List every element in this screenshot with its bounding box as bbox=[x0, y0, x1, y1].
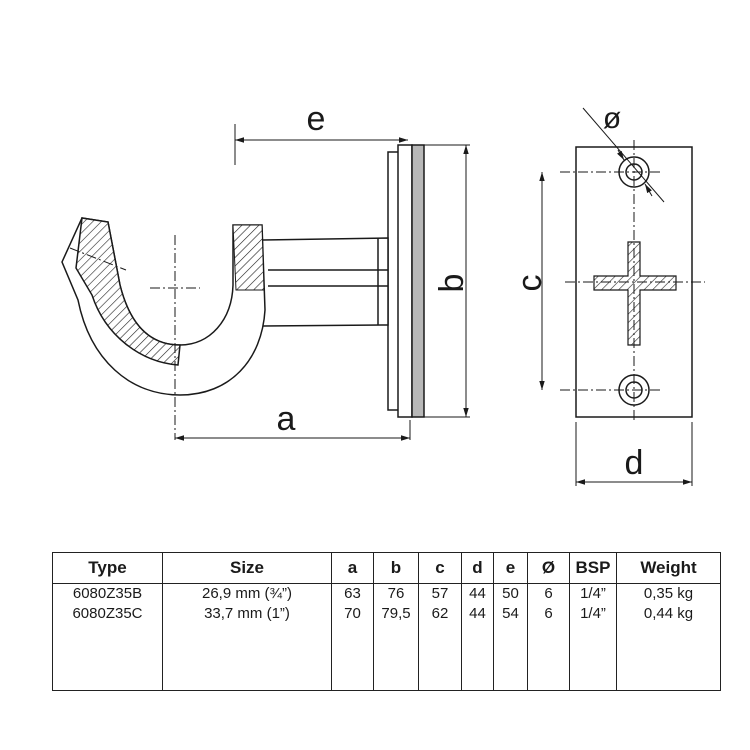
table-row: 6080Z35C 33,7 mm (1”) 70 79,5 62 44 54 6… bbox=[52, 604, 721, 691]
front-view bbox=[539, 107, 705, 486]
dim-diameter-label: ø bbox=[603, 102, 621, 135]
header-b: b bbox=[373, 552, 419, 584]
cell-weight: 0,35 kg bbox=[616, 583, 721, 604]
bracket-neck bbox=[262, 237, 389, 327]
extension-lines bbox=[234, 124, 470, 440]
cell-weight: 0,44 kg bbox=[616, 604, 721, 691]
cell-e: 54 bbox=[493, 604, 528, 691]
cell-c: 57 bbox=[418, 583, 462, 604]
header-e: e bbox=[493, 552, 528, 584]
cell-b: 76 bbox=[373, 583, 419, 604]
dim-d-label: d bbox=[625, 444, 644, 482]
cell-diameter: 6 bbox=[527, 604, 570, 691]
header-size: Size bbox=[162, 552, 332, 584]
technical-drawing: e b a c d ø bbox=[61, 100, 705, 486]
hook bbox=[61, 217, 266, 396]
cell-d: 44 bbox=[461, 604, 494, 691]
cell-diameter: 6 bbox=[527, 583, 570, 604]
cell-size: 33,7 mm (1”) bbox=[162, 604, 332, 691]
cell-a: 63 bbox=[331, 583, 374, 604]
dim-b-label: b bbox=[433, 274, 471, 293]
plate-center-lines bbox=[560, 140, 705, 420]
cell-b: 79,5 bbox=[373, 604, 419, 691]
cell-a: 70 bbox=[331, 604, 374, 691]
header-type: Type bbox=[52, 552, 163, 584]
spec-table: Type Size a b c d e Ø BSP Weight 6080Z35… bbox=[52, 552, 721, 691]
cell-type: 6080Z35B bbox=[52, 583, 163, 604]
cell-d: 44 bbox=[461, 583, 494, 604]
wall-plate bbox=[387, 144, 425, 418]
dim-a-label: a bbox=[277, 400, 296, 438]
cross-section bbox=[593, 241, 677, 346]
cell-type: 6080Z35C bbox=[52, 604, 163, 691]
table-header-row: Type Size a b c d e Ø BSP Weight bbox=[52, 552, 721, 584]
side-view bbox=[61, 124, 470, 441]
table-row: 6080Z35B 26,9 mm (¾”) 63 76 57 44 50 6 1… bbox=[52, 583, 721, 604]
dim-c-label: c bbox=[511, 275, 549, 292]
dimension-lines bbox=[175, 137, 469, 441]
header-diameter: Ø bbox=[527, 552, 570, 584]
header-c: c bbox=[418, 552, 462, 584]
cell-bsp: 1/4” bbox=[569, 604, 617, 691]
header-a: a bbox=[331, 552, 374, 584]
cell-e: 50 bbox=[493, 583, 528, 604]
cell-size: 26,9 mm (¾”) bbox=[162, 583, 332, 604]
dim-e-label: e bbox=[307, 100, 326, 138]
cell-bsp: 1/4” bbox=[569, 583, 617, 604]
center-lines bbox=[69, 235, 200, 440]
header-bsp: BSP bbox=[569, 552, 617, 584]
header-weight: Weight bbox=[616, 552, 721, 584]
header-d: d bbox=[461, 552, 494, 584]
cell-c: 62 bbox=[418, 604, 462, 691]
